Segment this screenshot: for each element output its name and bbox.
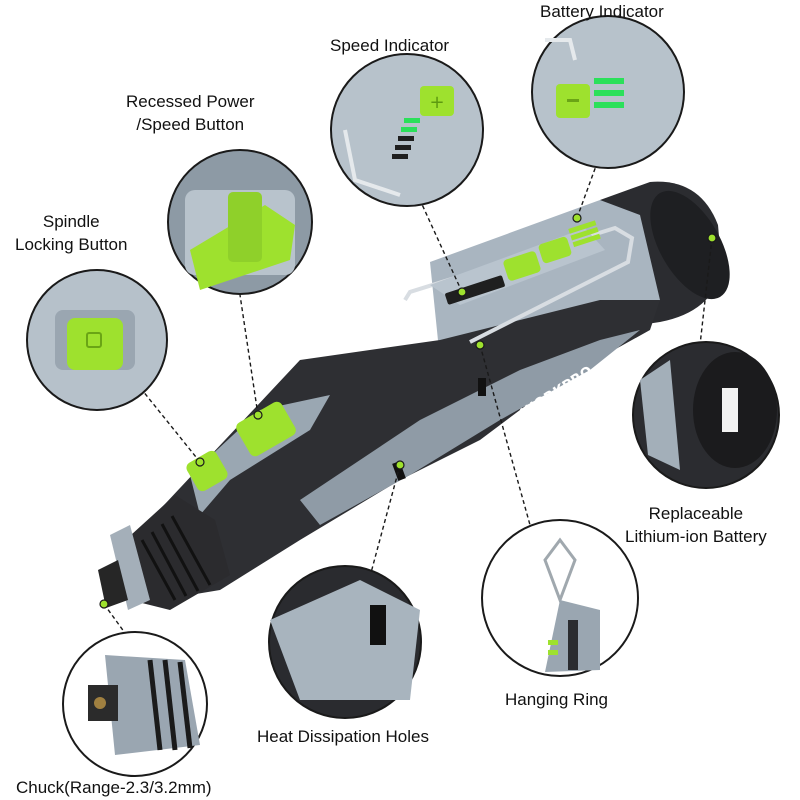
svg-text:+: + [429,92,444,113]
label-battery-indicator: Battery Indicator [540,2,664,21]
detail-battery-indicator [531,15,685,169]
label-heat-holes: Heat Dissipation Holes [257,727,429,746]
detail-power-button [167,149,313,295]
detail-hanging-ring [481,519,639,677]
speed-led-bar [445,275,505,305]
label-chuck: Chuck(Range-2.3/3.2mm) [16,778,212,797]
detail-chuck [62,631,208,777]
label-power-button: Recessed Power /Speed Button [126,92,255,134]
minus-button[interactable] [538,236,573,264]
callout-dots [99,213,717,609]
rotary-tool: WORKPRO [98,181,730,610]
plus-button[interactable] [502,250,541,281]
label-hanging-ring: Hanging Ring [505,690,609,709]
detail-heat-holes [268,565,422,719]
label-speed-indicator: Speed Indicator [330,36,450,55]
detail-speed-indicator: + [330,53,484,207]
detail-spindle-lock [26,269,168,411]
label-spindle-lock: Spindle Locking Button [15,212,128,254]
label-battery: Replaceable Lithium-ion Battery [625,504,767,546]
battery-led-strip [568,220,601,248]
detail-battery [632,341,780,489]
power-button-on-body[interactable] [234,400,298,459]
